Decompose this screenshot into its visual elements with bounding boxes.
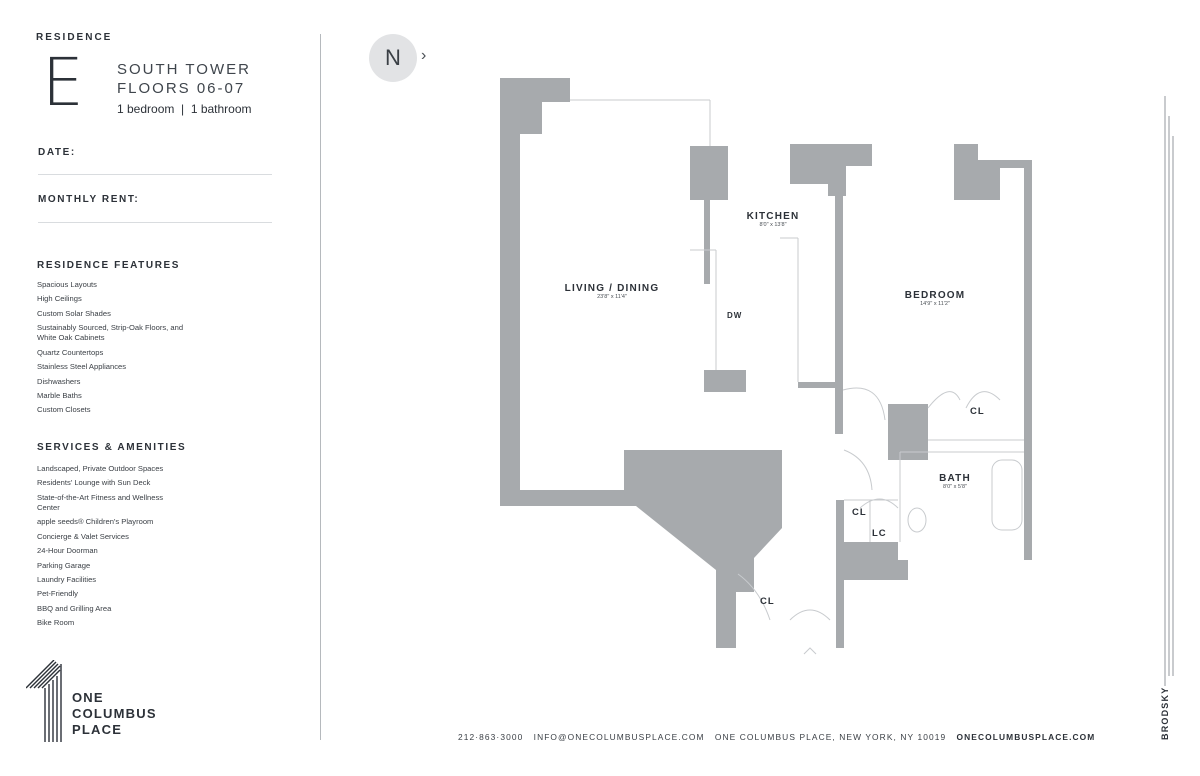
email-link[interactable]: INFO@ONECOLUMBUSPLACE.COM bbox=[533, 732, 705, 742]
list-item: Bike Room bbox=[37, 618, 75, 628]
bath-label: BATH bbox=[939, 473, 971, 484]
list-item: Custom Solar Shades bbox=[37, 308, 111, 318]
residence-label: RESIDENCE bbox=[36, 32, 113, 43]
monthly-rent-label: MONTHLY RENT: bbox=[38, 194, 140, 205]
list-item: Laundry Facilities bbox=[37, 574, 97, 584]
list-item: Pet-Friendly bbox=[37, 589, 78, 599]
floor-plan bbox=[500, 78, 1032, 655]
disclaimer-text-block bbox=[1164, 96, 1174, 686]
bedroom-dims: 14'9" x 11'2" bbox=[920, 301, 950, 307]
footer-contact: 212·863·3000 INFO@ONECOLUMBUSPLACE.COM O… bbox=[458, 732, 1095, 742]
list-item: Spacious Layouts bbox=[37, 280, 97, 289]
closet-bedroom-label: CL bbox=[970, 406, 985, 417]
list-item: BBQ and Grilling Area bbox=[37, 603, 112, 613]
room-count: 1 bedroom | 1 bathroom bbox=[117, 102, 252, 116]
phone: 212·863·3000 bbox=[458, 732, 524, 742]
floors: FLOORS 06-07 bbox=[117, 80, 246, 97]
residence-letter: E bbox=[42, 44, 84, 121]
amenities-title: SERVICES & AMENITIES bbox=[37, 442, 187, 453]
list-item: State-of-the-Art Fitness and Wellness Ce… bbox=[37, 492, 164, 512]
living-dining-dims: 23'8" x 11'4" bbox=[597, 294, 627, 300]
tower-name: SOUTH TOWER bbox=[117, 61, 251, 78]
info-panel: RESIDENCE E SOUTH TOWER FLOORS 06-07 1 b… bbox=[0, 0, 320, 776]
features-title: RESIDENCE FEATURES bbox=[37, 260, 181, 271]
list-item: Quartz Countertops bbox=[37, 347, 104, 357]
brodsky-brand: BRODSKY bbox=[1160, 686, 1170, 740]
list-item: Residents' Lounge with Sun Deck bbox=[37, 478, 151, 488]
bedroom-label: BEDROOM bbox=[904, 290, 966, 301]
date-label: DATE: bbox=[38, 147, 76, 158]
date-line bbox=[38, 174, 272, 175]
one-numeral-logo-icon bbox=[26, 660, 62, 742]
amenities-list: Landscaped, Private Outdoor Spaces Resid… bbox=[37, 464, 187, 633]
bath-dims: 8'0" x 5'8" bbox=[942, 484, 968, 490]
linen-closet-label: LC bbox=[872, 528, 887, 539]
list-item: Custom Closets bbox=[37, 405, 91, 415]
panel-divider bbox=[320, 34, 321, 740]
logo-line: PLACE bbox=[72, 722, 123, 737]
features-list: Spacious Layouts High Ceilings Custom So… bbox=[37, 280, 187, 420]
list-item: Dishwashers bbox=[37, 376, 81, 386]
list-item: Landscaped, Private Outdoor Spaces bbox=[37, 464, 164, 473]
list-item: 24-Hour Doorman bbox=[37, 546, 98, 556]
closet-hall-label: CL bbox=[852, 507, 867, 518]
closet-entry-label: CL bbox=[760, 596, 775, 607]
rent-line bbox=[38, 222, 272, 223]
list-item: Stainless Steel Appliances bbox=[37, 362, 127, 372]
kitchen-label: KITCHEN bbox=[746, 211, 800, 222]
website-link[interactable]: ONECOLUMBUSPLACE.COM bbox=[956, 732, 1096, 742]
list-item: High Ceilings bbox=[37, 294, 82, 304]
living-dining-label: LIVING / DINING bbox=[564, 283, 660, 294]
chevron-right-icon: › bbox=[421, 47, 427, 64]
list-item: Parking Garage bbox=[37, 560, 91, 570]
list-item: Sustainably Sourced, Strip-Oak Floors, a… bbox=[37, 323, 184, 343]
address: ONE COLUMBUS PLACE, NEW YORK, NY 10019 bbox=[714, 732, 947, 742]
logo-line: ONE bbox=[72, 690, 104, 705]
dishwasher-label: DW bbox=[727, 311, 743, 320]
list-item: Concierge & Valet Services bbox=[37, 531, 129, 541]
list-item: apple seeds® Children's Playroom bbox=[37, 517, 154, 527]
kitchen-dims: 8'0" x 13'8" bbox=[759, 222, 787, 228]
logo-line: COLUMBUS bbox=[72, 706, 157, 721]
north-compass: N bbox=[369, 34, 417, 82]
tower-info: SOUTH TOWER FLOORS 06-07 bbox=[117, 60, 251, 98]
list-item: Marble Baths bbox=[37, 390, 82, 400]
logo-wordmark: ONE COLUMBUS PLACE bbox=[72, 690, 157, 738]
